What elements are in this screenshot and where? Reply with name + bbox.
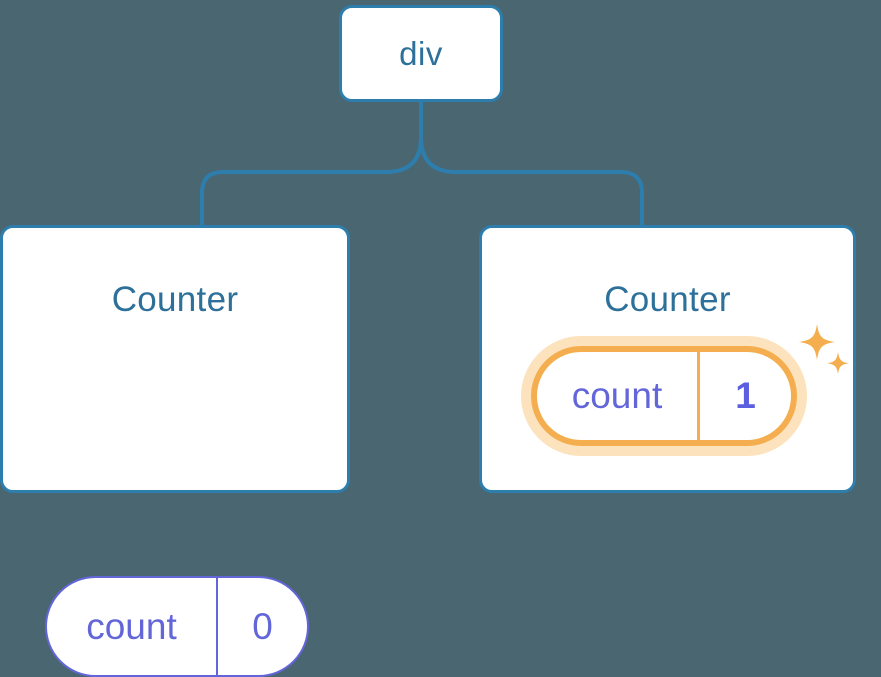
connector-left-branch [200, 99, 423, 227]
diagram-canvas: div Counter count 0 Counter count 1 [0, 5, 856, 677]
connector-right-branch [419, 99, 644, 227]
component-title: Counter [111, 280, 239, 319]
tree-node-root[interactable]: div [339, 5, 503, 102]
state-key-label: count [537, 352, 700, 440]
state-value-label: 1 [735, 375, 756, 416]
state-pill-highlighted-wrapper: count 1 [521, 336, 807, 456]
tree-node-counter-left[interactable]: Counter count 0 [0, 225, 350, 677]
root-node-label: div [399, 34, 443, 72]
state-pill-count-highlighted[interactable]: count 1 [531, 346, 797, 446]
component-title: Counter [604, 280, 731, 319]
state-pill-count[interactable]: count 0 [45, 576, 309, 677]
state-value-label: 0 [252, 605, 273, 647]
state-key-label: count [47, 578, 218, 675]
